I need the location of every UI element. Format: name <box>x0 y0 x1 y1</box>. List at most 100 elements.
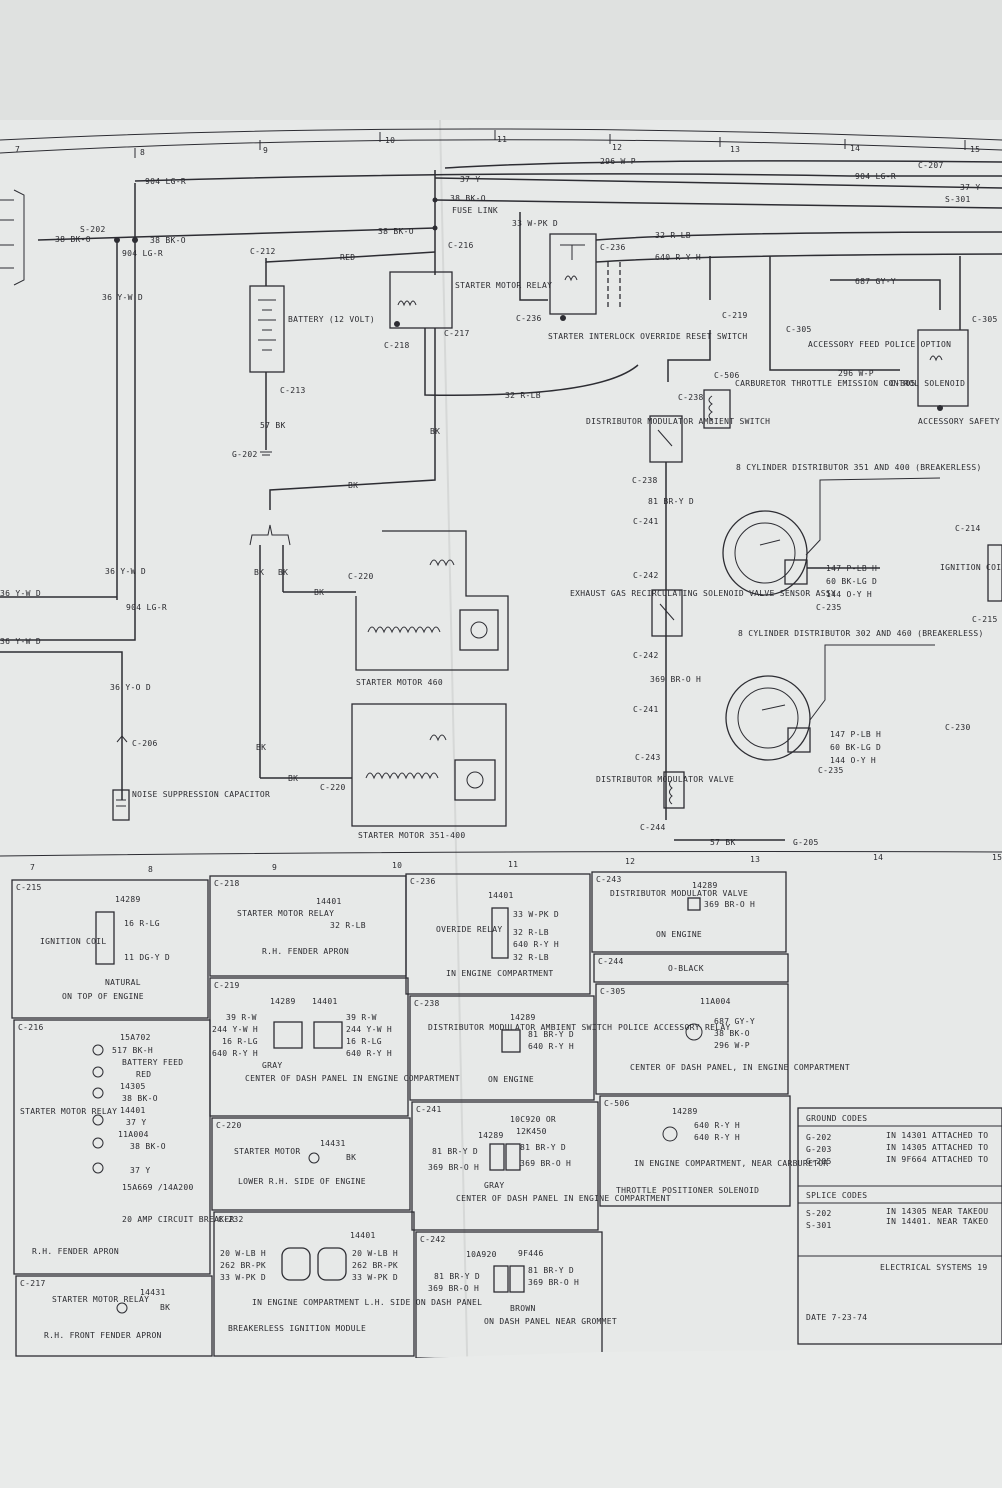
panel-c218-part: 14401 <box>316 897 342 906</box>
starter-460-label: STARTER MOTOR 460 <box>356 678 443 687</box>
wire-bk: BK <box>430 427 440 436</box>
panel-c216-t9: 38 BK-O <box>130 1142 166 1151</box>
starter-relay-label: STARTER MOTOR RELAY <box>455 281 552 290</box>
splice-codes-title: SPLICE CODES <box>806 1191 867 1200</box>
panel-c305-name: POLICE ACCESSORY RELAY <box>618 1023 731 1032</box>
ignition-coil: C-214 IGNITION COIL C-215 C-230 <box>940 524 1002 732</box>
wire-bk-e: BK <box>256 743 266 752</box>
panel-c216-t1: 517 BK-H <box>112 1046 153 1055</box>
wire-bk-b: BK <box>348 481 358 490</box>
wire-296-wp-top: 296 W-P <box>600 157 636 166</box>
panel-c217-loc: R.H. FRONT FENDER APRON <box>44 1331 162 1340</box>
connector-c305-a: C-305 <box>890 379 916 388</box>
grid-bottom-8: 8 <box>148 865 153 874</box>
connector-c243: C-243 <box>635 753 661 762</box>
accessory-relay-label: ACCESSORY SAFETY RELAY (POLICE) <box>918 417 1002 426</box>
panel-c236-p2: 640 R-Y H <box>513 940 559 949</box>
carb-solenoid-label: CARBURETOR THROTTLE EMISSION CONTROL SOL… <box>735 379 965 388</box>
panel-c215: C-215 14289 IGNITION COIL 16 R-LG 11 DG-… <box>11 879 209 1019</box>
panel-c236-p3: 32 R-LB <box>513 953 549 962</box>
grid-top-11: 11 <box>497 135 507 144</box>
panel-c219-note: GRAY <box>262 1061 282 1070</box>
panel-c216-t4: 14305 <box>120 1082 146 1091</box>
panel-c241-l0: 81 BR-Y D <box>432 1147 478 1156</box>
panel-c216-t8: 11A004 <box>118 1130 149 1139</box>
panel-c220-pin: BK <box>346 1153 356 1162</box>
grid-top-10: 10 <box>385 136 395 145</box>
panel-c305-p2: 296 W-P <box>714 1041 750 1050</box>
panel-c244-pin: O-BLACK <box>668 964 704 973</box>
panel-c238-part: 14289 <box>510 1013 536 1022</box>
starter-relay: C-216 STARTER MOTOR RELAY C-217 C-218 32… <box>249 170 639 778</box>
panel-c236-part: 14401 <box>488 891 514 900</box>
wire-60-a: 60 BK-LG D <box>826 577 877 586</box>
starter-351-label: STARTER MOTOR 351-400 <box>358 831 465 840</box>
ground-desc-1: IN 14305 ATTACHED TO <box>886 1143 988 1152</box>
connector-s202: S-202 <box>80 225 106 234</box>
connector-c244: C-244 <box>640 823 666 832</box>
panel-c238: C-238 14289 DISTRIBUTOR MODULATOR AMBIEN… <box>409 995 612 1101</box>
connector-c220-b: C-220 <box>320 783 346 792</box>
wire-bk-d: BK <box>278 568 288 577</box>
panel-c506-note: THROTTLE POSITIONER SOLENOID <box>616 1186 759 1195</box>
splice-code-1: S-301 <box>806 1221 832 1230</box>
panel-c219-part1: 14289 <box>270 997 296 1006</box>
panel-c305-p0: 687 GY-Y <box>714 1017 755 1026</box>
panel-c218-pin: 32 R-LB <box>330 921 366 930</box>
wire-904-left: 904 LG-R <box>126 603 167 612</box>
wire-144-b: 144 O-Y H <box>830 756 876 765</box>
panel-c232-loc: IN ENGINE COMPARTMENT L.H. SIDE ON DASH … <box>252 1298 482 1307</box>
accessory-relay: 687 GY-Y C-305 ACCESSORY FEED POLICE OPT… <box>786 256 1002 426</box>
panel-c241-part3: 12K450 <box>516 1127 547 1136</box>
panel-c243-part: 14289 <box>692 881 718 890</box>
wire-33-wpk: 33 W-PK D <box>512 219 558 228</box>
carb-solenoid: C-219 C-506 CARBURETOR THROTTLE EMISSION… <box>667 256 965 429</box>
panel-c243-loc: ON ENGINE <box>656 930 702 939</box>
panel-c216-t10: 37 Y <box>130 1166 150 1175</box>
left-section: S-202 38 BK-O 38 BK-O 38 BK-O 904 LG-R 3… <box>0 189 436 821</box>
panel-c236-id: C-236 <box>410 877 436 886</box>
panel-c216-t11: 15A669 /14A200 <box>122 1183 194 1192</box>
grid-bottom-12: 12 <box>625 857 635 866</box>
connector-c305-b: C-305 <box>786 325 812 334</box>
panel-c232-l2: 33 W-PK D <box>220 1273 266 1282</box>
panel-c238-name: DISTRIBUTOR MODULATOR AMBIENT SWITCH <box>428 1023 612 1032</box>
codes-table: GROUND CODES G-202 IN 14301 ATTACHED TO … <box>797 1107 1002 1345</box>
connector-c219: C-219 <box>722 311 748 320</box>
panel-c216-t2: BATTERY FEED <box>122 1058 183 1067</box>
grid-top-8: 8 <box>140 148 145 157</box>
panel-c216-t6: 14401 <box>120 1106 146 1115</box>
wire-57bk: 57 BK <box>260 421 286 430</box>
connector-c238-b: C-238 <box>632 476 658 485</box>
connector-c242-b: C-242 <box>633 651 659 660</box>
panel-c215-loc: ON TOP OF ENGINE <box>62 992 144 1001</box>
ground-g202: G-202 <box>232 450 258 459</box>
fuse-link-label: FUSE LINK <box>452 206 498 215</box>
panel-c219-r0: 39 R-W <box>346 1013 377 1022</box>
wire-red: RED <box>340 253 355 262</box>
wire-38bko-c: 38 BK-O <box>150 236 186 245</box>
footer-date: DATE 7-23-74 <box>806 1313 867 1322</box>
panel-c241-part1: 14289 <box>478 1131 504 1140</box>
grid-top-9: 9 <box>263 146 268 155</box>
panel-c219-l2: 16 R-LG <box>222 1037 258 1046</box>
ground-code-0: G-202 <box>806 1133 832 1142</box>
connector-c213: C-213 <box>280 386 306 395</box>
panel-c217-id: C-217 <box>20 1279 46 1288</box>
wire-144-a: 144 O-Y H <box>826 590 872 599</box>
panel-c243-pin: 369 BR-O H <box>704 900 755 909</box>
panel-c242-l1: 369 BR-O H <box>428 1284 479 1293</box>
panel-c238-p1: 640 R-Y H <box>528 1042 574 1051</box>
bottom-grid: 7 8 9 10 11 12 13 14 15 <box>0 851 1002 874</box>
panel-c506-part: 14289 <box>672 1107 698 1116</box>
panel-c506: C-506 14289 640 R-Y H 640 R-Y H IN ENGIN… <box>599 1095 828 1207</box>
wire-147-a: 147 P-LB H <box>826 564 877 573</box>
wire-38bko-a: 38 BK-O <box>450 194 486 203</box>
noise-capacitor-label: NOISE SUPPRESSION CAPACITOR <box>132 790 270 799</box>
panel-c216-t12: 20 AMP CIRCUIT BREAKER <box>122 1215 235 1224</box>
panel-c506-p0: 640 R-Y H <box>694 1121 740 1130</box>
footer-title: ELECTRICAL SYSTEMS 19 <box>880 1263 987 1272</box>
wire-36-left: 36 Y-W D <box>0 637 41 646</box>
connector-c242: C-242 <box>633 571 659 580</box>
